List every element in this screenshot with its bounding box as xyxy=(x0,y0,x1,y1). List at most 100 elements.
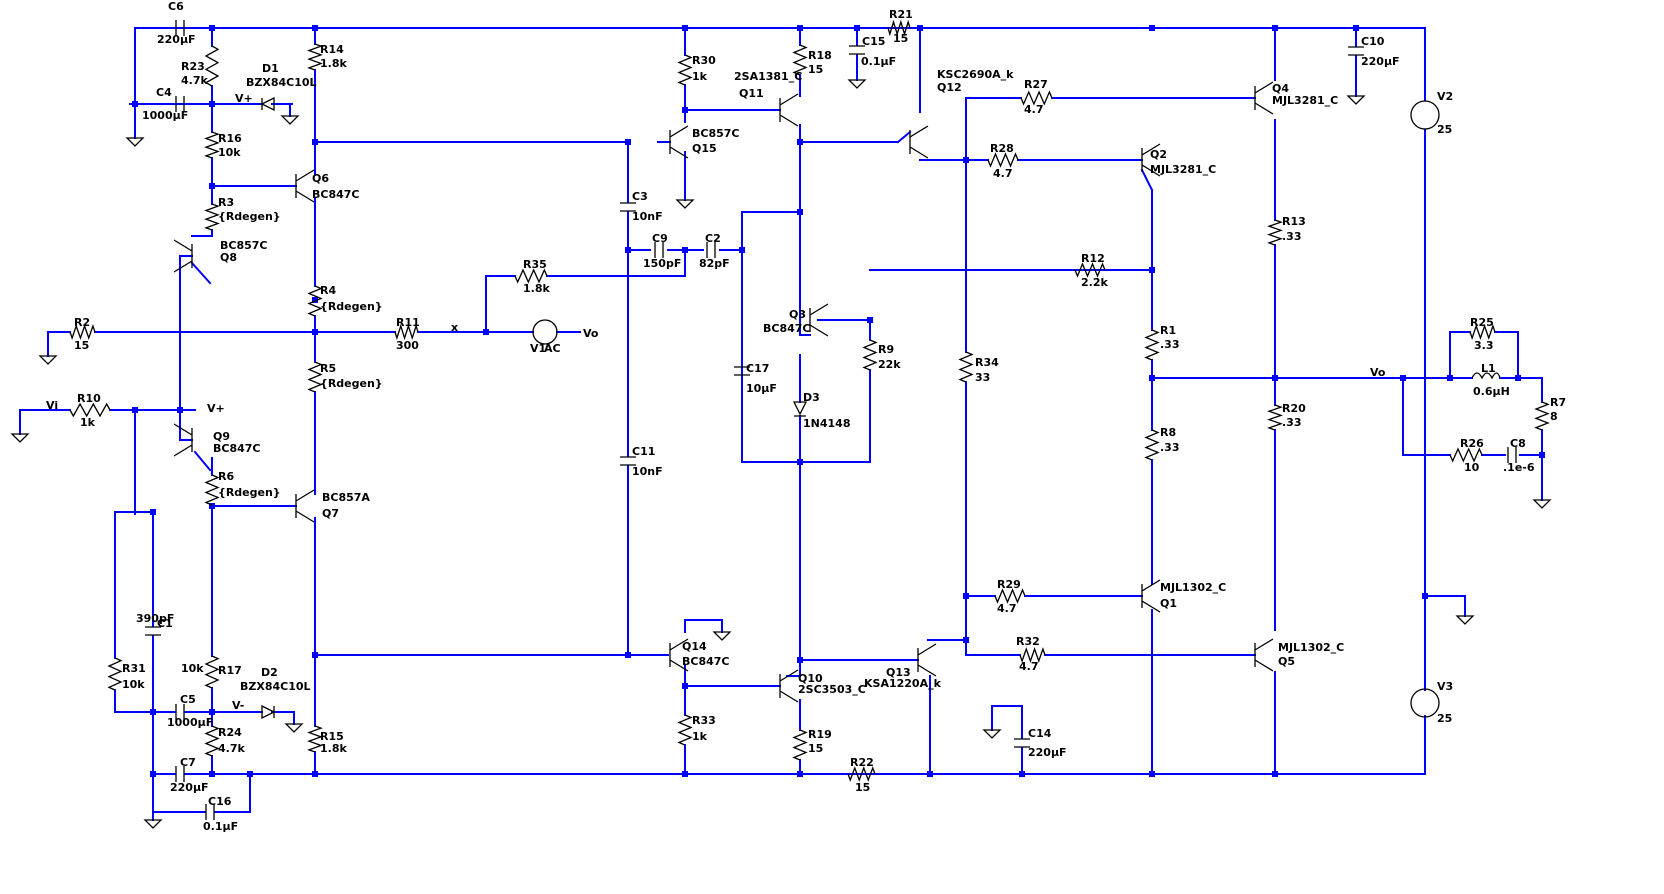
label-l1v: 0.6µH xyxy=(1473,385,1510,398)
transistor-symbol xyxy=(669,125,689,159)
junction-dot xyxy=(209,183,215,189)
junction-dot xyxy=(797,657,803,663)
label-r30v: 1k xyxy=(692,70,708,83)
label-q10: Q10 xyxy=(798,672,823,685)
label-r17: R17 xyxy=(218,664,242,677)
ground-symbol xyxy=(1346,95,1366,105)
label-r1v: .33 xyxy=(1160,338,1180,351)
label-c1: C1 xyxy=(157,617,173,630)
label-q14v: BC847C xyxy=(682,655,730,668)
resistor-symbol xyxy=(1534,401,1550,431)
ground-symbol xyxy=(712,631,732,641)
transistor-symbol xyxy=(1254,638,1274,672)
resistor-symbol xyxy=(677,714,693,746)
label-c8: C8 xyxy=(1510,437,1526,450)
label-c6v: 220µF xyxy=(157,33,196,46)
label-c6: C6 xyxy=(168,0,184,13)
label-q11v: 2SA1381_C xyxy=(734,70,802,83)
junction-dot xyxy=(739,247,745,253)
ground-symbol xyxy=(38,355,58,365)
label-r8: R8 xyxy=(1160,426,1176,439)
label-r23v: 4.7k xyxy=(181,74,208,87)
junction-dot xyxy=(682,247,688,253)
resistor-symbol xyxy=(204,45,220,87)
resistor-symbol xyxy=(1469,324,1496,340)
label-r13v: .33 xyxy=(1282,230,1302,243)
label-r33v: 1k xyxy=(692,730,708,743)
resistor-symbol xyxy=(514,268,548,284)
label-r11: R11 xyxy=(396,316,420,329)
label-q8v: BC857C xyxy=(220,239,268,252)
junction-dot xyxy=(177,407,183,413)
junction-dot xyxy=(132,101,138,107)
label-c9v: 150pF xyxy=(643,257,681,270)
wire xyxy=(190,261,212,285)
label-q2: Q2 xyxy=(1150,148,1167,161)
capacitor-symbol xyxy=(175,766,185,782)
label-v1ac: AC xyxy=(544,342,561,355)
junction-dot xyxy=(1149,375,1155,381)
label-c3: C3 xyxy=(632,190,648,203)
label-r8v: .33 xyxy=(1160,441,1180,454)
label-r25v: 3.3 xyxy=(1474,339,1494,352)
label-r20: R20 xyxy=(1282,402,1306,415)
label-c14: C14 xyxy=(1028,727,1052,740)
label-r16: R16 xyxy=(218,132,242,145)
ground-symbol xyxy=(143,819,163,829)
junction-dot xyxy=(1539,452,1545,458)
label-r21v: 15 xyxy=(893,32,908,45)
junction-dot xyxy=(312,652,318,658)
label-r13: R13 xyxy=(1282,215,1306,228)
label-r27v: 4.7 xyxy=(1024,103,1044,116)
label-r34: R34 xyxy=(975,356,999,369)
junction-dot xyxy=(1272,771,1278,777)
label-r35: R35 xyxy=(523,258,547,271)
label-q8: Q8 xyxy=(220,251,237,264)
components xyxy=(10,19,1552,829)
label-c11: C11 xyxy=(632,445,655,458)
capacitor-symbol xyxy=(1348,46,1364,56)
junction-dot xyxy=(682,107,688,113)
label-c17: C17 xyxy=(746,362,769,375)
label-r4v: {Rdegen} xyxy=(320,300,383,313)
label-r18v: 15 xyxy=(808,63,823,76)
label-c9: C9 xyxy=(652,232,668,245)
label-c2v: 82pF xyxy=(699,257,730,270)
ground-symbol xyxy=(280,115,300,125)
resistor-symbol xyxy=(204,203,220,231)
resistor-symbol xyxy=(307,361,323,393)
resistor-symbol xyxy=(1074,262,1106,278)
ground-symbol xyxy=(1455,615,1475,625)
label-q12: Q12 xyxy=(937,81,962,94)
diode-symbol xyxy=(260,96,275,112)
label-c8v: .1e-6 xyxy=(1503,461,1535,474)
label-r31: R31 xyxy=(122,662,146,675)
ground-symbol xyxy=(284,723,304,733)
label-q9: Q9 xyxy=(213,430,230,443)
transistor-symbol xyxy=(809,303,829,337)
junction-dot xyxy=(797,209,803,215)
junction-dot xyxy=(963,637,969,643)
transistor-symbol xyxy=(917,643,937,677)
resistor-symbol xyxy=(677,54,693,86)
inductor-symbol xyxy=(1471,372,1501,380)
capacitor-symbol xyxy=(205,804,215,820)
label-r7v: 8 xyxy=(1550,410,1558,423)
junction-dot xyxy=(209,25,215,31)
label-q14: Q14 xyxy=(682,640,707,653)
resistor-symbol xyxy=(987,152,1019,168)
label-r10v: 1k xyxy=(80,416,96,429)
capacitor-symbol xyxy=(654,242,664,258)
junction-dot xyxy=(797,139,803,145)
capacitor-symbol xyxy=(620,456,636,466)
label-r1: R1 xyxy=(1160,324,1176,337)
label-vminus: V- xyxy=(232,699,244,712)
label-r22: R22 xyxy=(850,756,874,769)
label-q6v: BC847C xyxy=(312,188,360,201)
junction-dots xyxy=(132,25,1545,777)
labels: C6220µFR234.7kD1BZX84C10LV+C41000µFR141.… xyxy=(46,0,1566,833)
ground-symbol xyxy=(1532,499,1552,509)
label-r21: R21 xyxy=(889,8,913,21)
label-r28v: 4.7 xyxy=(993,167,1013,180)
junction-dot xyxy=(1019,771,1025,777)
